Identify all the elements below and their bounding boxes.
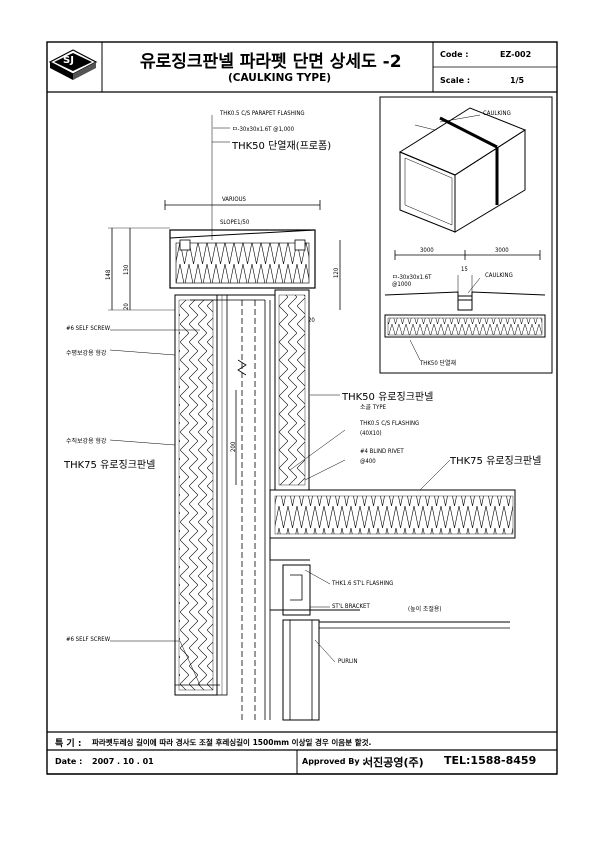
- code-label: Code :: [440, 50, 469, 59]
- label-thk50-type: 소골 TYPE: [360, 404, 387, 411]
- detail-pipe-spacing: @1000: [392, 281, 412, 288]
- sheet-frame: [46, 41, 558, 775]
- dim-20-right: 20: [308, 317, 315, 324]
- label-thk75-left: THK75 유로징크판넬: [64, 460, 156, 471]
- detail-dim-3000-left: 3000: [420, 247, 434, 254]
- label-self-screw-top: #6 SELF SCREW: [66, 325, 111, 332]
- label-parapet-flashing: THK0.5 C/S PARAPET FLASHING: [220, 110, 305, 117]
- note-label: 특 기 :: [55, 739, 82, 749]
- label-flashing-40b: (40X10): [360, 430, 382, 437]
- label-slope: SLOPE1/50: [220, 219, 250, 226]
- label-blind-rivet: #4 BLIND RIVET: [360, 448, 404, 455]
- label-purlin: PURLIN: [338, 658, 358, 665]
- label-height-adj: (높이 조절용): [408, 606, 442, 613]
- label-thk75-right: THK75 유로징크판넬: [450, 456, 542, 467]
- note-text: 파라펫두레싱 길이에 따라 경사도 조절 후레싱길이 1500mm 이상일 경우…: [92, 738, 372, 747]
- label-blind-rivet-b: @400: [360, 458, 376, 465]
- label-stl-flashing: THK1.6 ST'L FLASHING: [332, 580, 394, 587]
- label-self-screw-bottom: #6 SELF SCREW: [66, 636, 111, 643]
- dim-148: 148: [105, 269, 112, 280]
- label-horiz-bracket: 수평보강용 형강: [66, 350, 107, 357]
- scale-label: Scale :: [440, 76, 471, 85]
- scale-value: 1/5: [510, 76, 525, 85]
- code-value: EZ-002: [500, 50, 532, 59]
- label-insulation: THK50 단열재(프로폼): [232, 141, 332, 152]
- date-value: 2007 . 10 . 01: [92, 757, 154, 766]
- approved-company: 서진공영(주): [363, 756, 424, 769]
- detail-caulking-top: CAULKING: [483, 110, 511, 117]
- detail-caulking-plan: CAULKING: [485, 272, 513, 279]
- logo-text: SJ: [63, 55, 74, 66]
- dim-120: 120: [333, 267, 340, 278]
- detail-pipe: ㅁ-30x30x1.6T: [392, 274, 432, 281]
- label-pipe: ㅁ-30x30x1.6T @1,000: [232, 126, 295, 133]
- logo-mark: [48, 49, 98, 80]
- detail-drawing: [384, 107, 546, 361]
- label-vert-bracket: 수직보강용 형강: [66, 438, 107, 445]
- detail-dim-15: 15: [461, 266, 468, 273]
- label-flashing-40: THK0.5 C/S FLASHING: [360, 420, 420, 427]
- detail-dim-3000-right: 3000: [495, 247, 509, 254]
- approved-label: Approved By :: [302, 757, 366, 766]
- label-various: VARIOUS: [222, 196, 246, 203]
- dim-130: 130: [123, 264, 130, 275]
- drawing-title: 유로징크판넬 파라펫 단면 상세도 -2: [140, 52, 402, 72]
- drawing-subtitle: (CAULKING TYPE): [228, 72, 332, 84]
- label-thk50-right: THK50 유로징크판넬: [342, 392, 434, 403]
- dim-20-left: 20: [123, 303, 130, 310]
- dim-200: 200: [230, 441, 237, 452]
- approved-tel: TEL:1588-8459: [444, 754, 537, 767]
- date-label: Date :: [55, 757, 83, 766]
- label-stl-bracket: ST'L BRACKET: [332, 603, 370, 610]
- section-drawing: [108, 115, 516, 721]
- detail-insulation: THK50 단열재: [420, 360, 457, 367]
